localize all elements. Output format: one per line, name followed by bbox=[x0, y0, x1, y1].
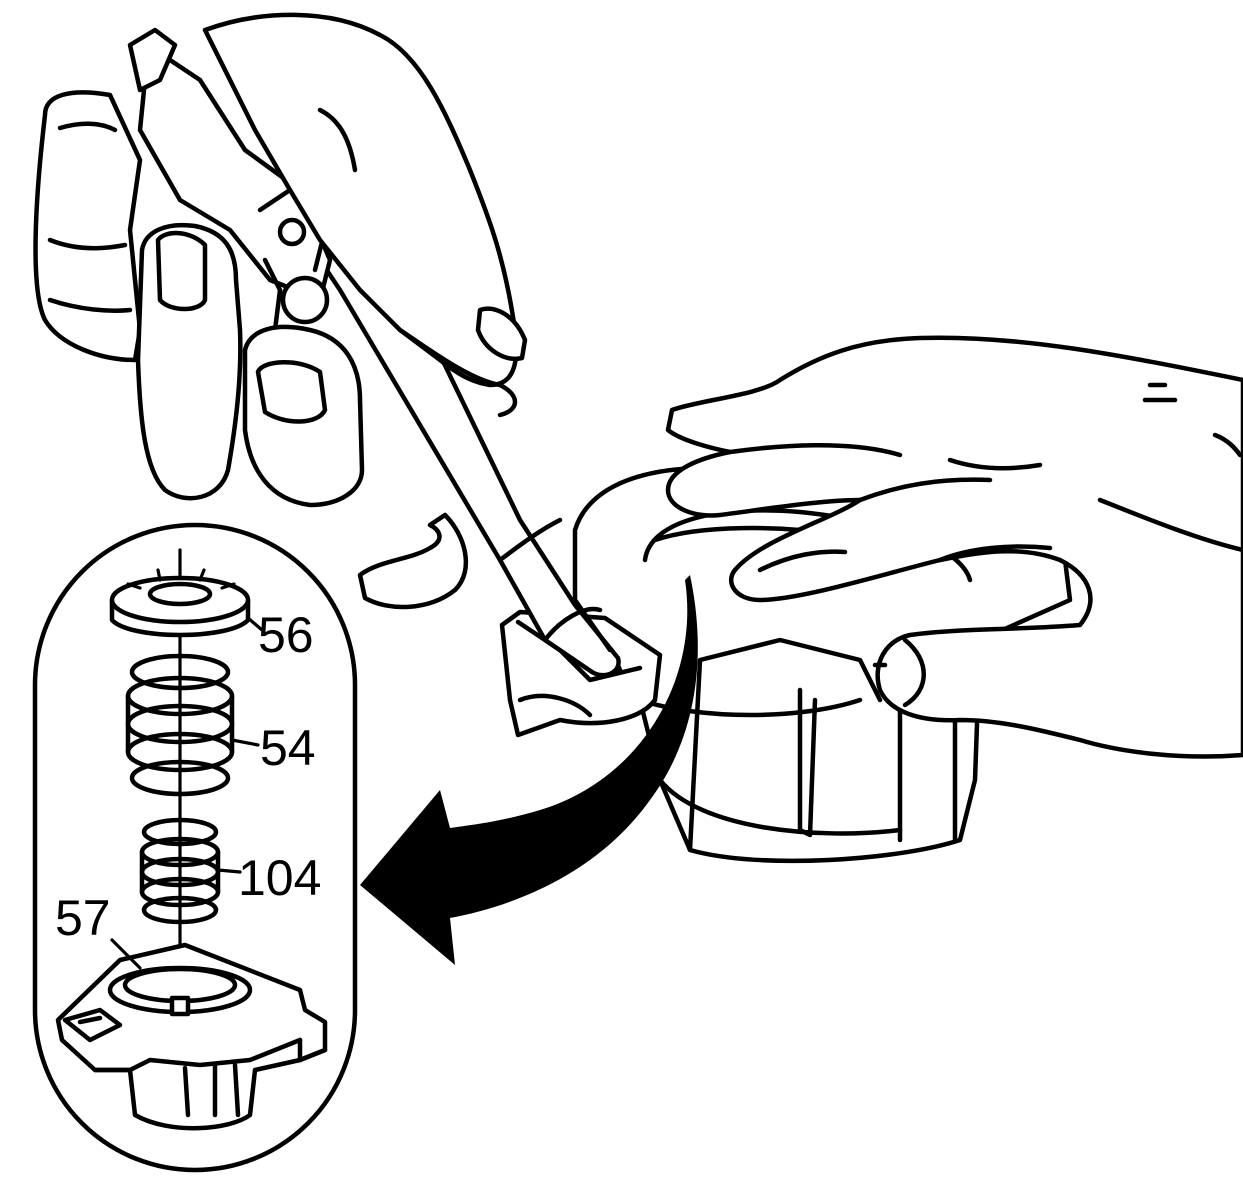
part-104-small-spring bbox=[139, 817, 242, 925]
housing-body bbox=[572, 465, 1073, 864]
housing-flange bbox=[687, 637, 883, 853]
tool-large-hole bbox=[280, 275, 330, 325]
left-hand bbox=[33, 90, 143, 363]
direction-arrow bbox=[360, 575, 698, 965]
callout-54: 54 bbox=[260, 720, 316, 776]
thumbnail bbox=[255, 360, 328, 424]
finger-crease bbox=[727, 443, 903, 458]
part-56-retainer bbox=[109, 568, 264, 638]
part-57-housing bbox=[55, 938, 328, 1131]
callout-104: 104 bbox=[238, 850, 321, 906]
index-fingernail bbox=[155, 230, 208, 312]
callout-57: 57 bbox=[55, 890, 111, 946]
tool-holding-hand bbox=[33, 12, 621, 678]
callout-56: 56 bbox=[258, 607, 314, 663]
fingernail bbox=[57, 121, 118, 133]
right-hand bbox=[665, 335, 1243, 759]
palm-nail bbox=[475, 306, 528, 362]
part-54-large-spring bbox=[125, 653, 260, 797]
palm bbox=[202, 12, 519, 388]
housing-holding-hand bbox=[499, 335, 1243, 864]
mounting-tab bbox=[62, 1007, 123, 1043]
arrow-body bbox=[360, 575, 698, 965]
ring-finger bbox=[357, 512, 469, 610]
tool-small-hole bbox=[277, 217, 307, 247]
exploded-detail-inset: 56 54 104 57 bbox=[32, 522, 358, 1173]
tool-tip bbox=[127, 27, 178, 93]
